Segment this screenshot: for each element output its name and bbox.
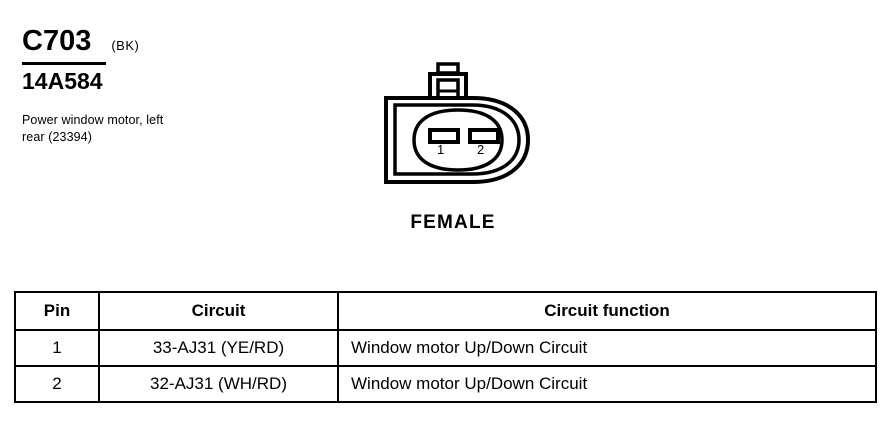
connector-outer-shell-outline	[384, 96, 531, 184]
connector-gender-label: FEMALE	[410, 212, 496, 233]
column-header-circuit: Circuit	[98, 291, 339, 331]
connector-latch-tab-inner	[436, 78, 460, 100]
connector-id-row: C703 (BK)	[22, 26, 252, 60]
cell-pin: 2	[14, 365, 100, 403]
connector-latch-cap	[436, 62, 460, 75]
cell-circuit: 32-AJ31 (WH/RD)	[98, 365, 339, 403]
connector-part-number: 14A584	[22, 68, 103, 94]
table-header-row: Pin Circuit Circuit function	[14, 291, 877, 331]
connector-color-code: (BK)	[111, 38, 140, 53]
table-row: 2 32-AJ31 (WH/RD) Window motor Up/Down C…	[14, 365, 877, 403]
terminal-label-1: 1	[437, 142, 445, 157]
terminal-label-2: 2	[477, 142, 485, 157]
table-row: 1 33-AJ31 (YE/RD) Window motor Up/Down C…	[14, 329, 877, 367]
connector-id: C703	[22, 25, 92, 57]
connector-figure: 1 2 FEMALE	[378, 60, 553, 240]
connector-inner-shell-outline	[393, 103, 521, 176]
cell-circuit-function: Window motor Up/Down Circuit	[337, 365, 877, 403]
header-divider-rule	[22, 62, 106, 65]
column-header-pin: Pin	[14, 291, 100, 331]
cell-pin: 1	[14, 329, 100, 367]
terminal-slot-2	[468, 128, 500, 144]
column-header-circuit-function: Circuit function	[337, 291, 877, 331]
component-description: Power window motor, left rear (23394)	[22, 113, 164, 144]
connector-terminal-cavity	[412, 108, 504, 172]
terminal-slot-1	[428, 128, 460, 144]
cell-circuit: 33-AJ31 (YE/RD)	[98, 329, 339, 367]
connector-body-diagram	[384, 62, 531, 184]
cell-circuit-function: Window motor Up/Down Circuit	[337, 329, 877, 367]
pinout-table: Pin Circuit Circuit function 1 33-AJ31 (…	[14, 291, 877, 403]
connector-header-block: C703 (BK) 14A584 Power window motor, lef…	[22, 26, 252, 146]
